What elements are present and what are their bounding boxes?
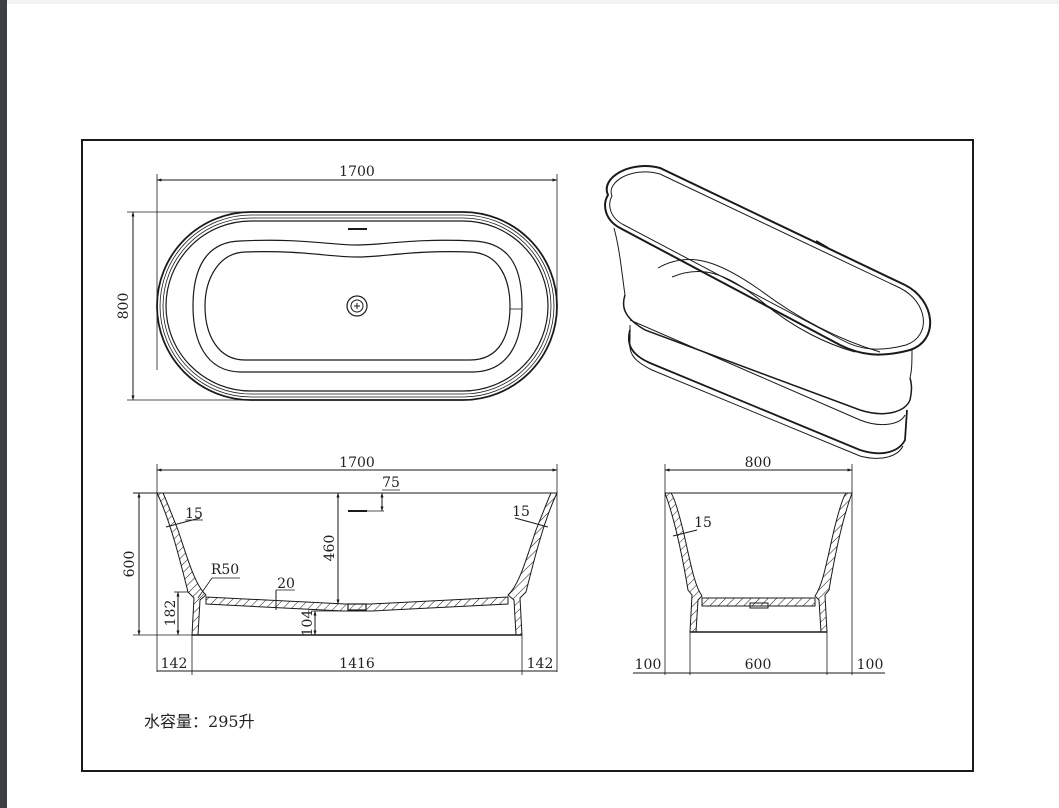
fillet-radius-label: R50 [211,562,239,578]
floor-thickness-label: 20 [277,576,295,592]
cross-base-offset-left-label: 100 [635,657,662,673]
capacity-value: 295 [208,712,239,731]
water-capacity-note: 水容量：295升 [144,708,255,732]
isometric-view [604,165,932,459]
overflow-offset-label: 75 [382,475,400,491]
drain-clearance-label: 104 [300,610,316,637]
section-height-label: 600 [122,551,138,578]
plan-view [127,174,558,401]
cross-wall-thickness-label: 15 [694,515,712,531]
cross-section [633,464,885,675]
base-offset-left-label: 142 [161,656,188,672]
capacity-unit: 升 [238,712,255,731]
section-length-label: 1700 [339,455,375,471]
wall-thickness-right-label: 15 [512,504,530,520]
inner-depth-label: 460 [322,535,338,562]
base-width-label: 1416 [339,656,375,672]
plan-width-label: 800 [116,293,132,320]
cross-base-offset-right-label: 100 [857,657,884,673]
cross-width-label: 800 [745,455,772,471]
window-top-strip [7,0,1059,4]
plan-length-label: 1700 [339,164,375,180]
capacity-label: 水容量： [144,712,209,731]
wall-thickness-left-label: 15 [185,506,203,522]
plinth-height-label: 182 [163,600,179,627]
long-section [133,464,558,675]
cross-base-width-label: 600 [745,657,772,673]
base-offset-right-label: 142 [527,656,554,672]
drawing-frame [81,139,974,772]
window-left-edge [0,0,7,808]
